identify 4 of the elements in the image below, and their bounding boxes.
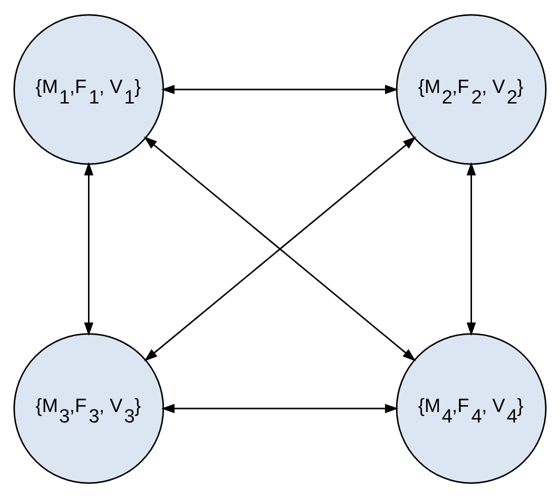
arrow [84, 162, 94, 336]
arrow [161, 84, 398, 94]
arrow [466, 162, 476, 336]
arrow [161, 404, 398, 414]
